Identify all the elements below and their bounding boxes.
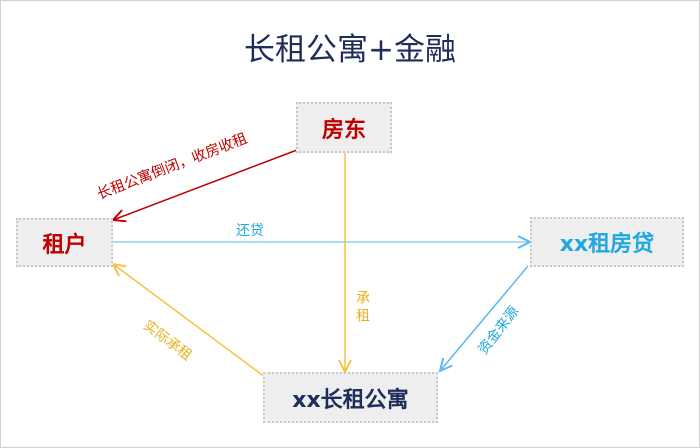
node-landlord: 房东: [296, 102, 392, 153]
arrow-loan-to-apartment: [440, 265, 529, 371]
label-tenant-to-loan: 还贷: [236, 223, 264, 239]
node-apartment: xx长租公寓: [263, 372, 438, 423]
arrow-apartment-to-tenant: [113, 264, 266, 378]
node-tenant: 租户: [16, 218, 113, 267]
node-loan: xx租房贷: [530, 217, 684, 267]
arrow-landlord-to-tenant: [113, 149, 298, 220]
label-landlord-to-apartment: 承租: [354, 290, 370, 326]
diagram-title: 长租公寓+金融: [244, 32, 456, 68]
